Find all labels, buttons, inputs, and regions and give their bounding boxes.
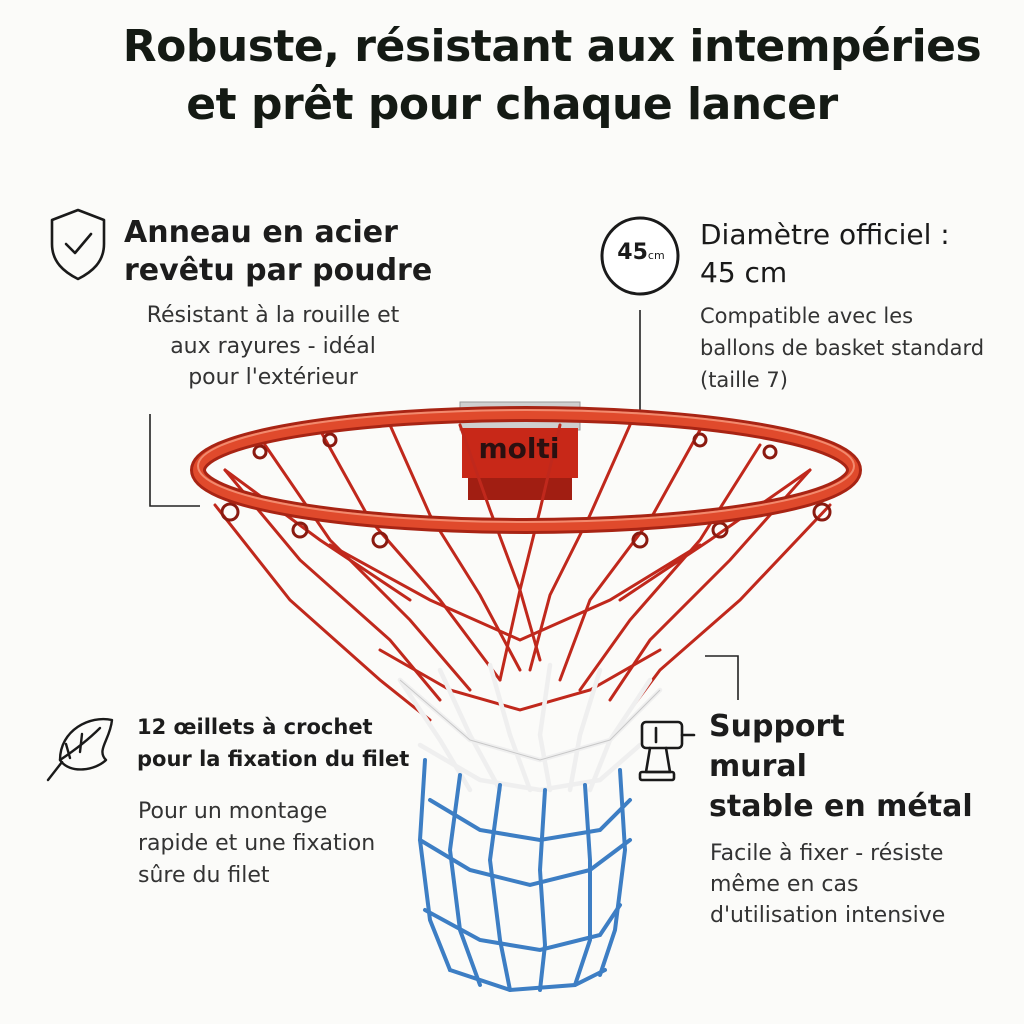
diameter-heading-line-1: Diamètre officiel : [700, 218, 950, 251]
diameter-heading: Diamètre officiel : 45 cm [700, 216, 1020, 292]
diameter-heading-line-2: 45 cm [700, 256, 788, 289]
net-blue [417, 758, 632, 993]
diameter-badge-icon [600, 216, 680, 296]
hooks-description-line-2: rapide et une fixation [138, 831, 376, 856]
hooks-heading-line-1: 12 œillets à crochet [137, 715, 373, 739]
diameter-description-line-3: (taille 7) [700, 368, 788, 392]
diameter-description-line-2: ballons de basket standard [700, 336, 985, 360]
diameter-badge-unit: cm [647, 249, 665, 262]
net-white-outline [399, 679, 661, 761]
diameter-description: Compatible avec les ballons de basket st… [700, 300, 1020, 396]
page-title-line-2: et prêt pour chaque lancer [186, 79, 838, 130]
hooks-description-line-3: sûre du filet [138, 863, 270, 888]
diameter-description-line-1: Compatible avec les [700, 304, 914, 328]
mount-description: Facile à fixer - résiste même en cas d'u… [710, 838, 1010, 931]
callout-line-mount [705, 655, 739, 700]
callout-lines [149, 310, 739, 700]
mount-description-line-3: d'utilisation intensive [710, 903, 946, 928]
mount-heading-line-3: stable en métal [709, 789, 973, 824]
mount-heading: Support mural stable en métal [709, 707, 1019, 827]
coating-heading-line-1: Anneau en acier [124, 215, 398, 250]
hooks-description-line-1: Pour un montage [138, 799, 328, 824]
page-title: Robuste, résistant aux intempéries et pr… [0, 18, 1024, 134]
coating-description: Résistant à la rouille et aux rayures - … [118, 300, 428, 393]
mount-heading-line-2: mural [709, 749, 807, 784]
leaf-outline-icon [46, 717, 114, 782]
mount-description-line-2: même en cas [710, 872, 859, 897]
coating-description-line-3: pour l'extérieur [188, 365, 358, 390]
hooks-heading: 12 œillets à crochet pour la fixation du… [137, 711, 457, 775]
coating-description-line-1: Résistant à la rouille et [146, 303, 400, 328]
diameter-badge-label: 45cm [606, 240, 676, 265]
brand-label: molti [478, 432, 560, 465]
net-hooks [220, 432, 832, 549]
coating-heading-line-2: revêtu par poudre [124, 253, 433, 288]
coating-description-line-2: aux rayures - idéal [170, 334, 376, 359]
coating-heading: Anneau en acier revêtu par poudre [124, 214, 464, 290]
net-red [213, 423, 832, 722]
page-title-line-1: Robuste, résistant aux intempéries [122, 21, 982, 72]
callout-line-coating [149, 414, 200, 507]
mount-heading-line-1: Support [709, 709, 845, 744]
diameter-badge-value: 45 [617, 240, 648, 265]
steel-rim [190, 406, 862, 534]
drill-icon [638, 720, 696, 782]
mount-description-line-1: Facile à fixer - résiste [710, 841, 944, 866]
hooks-description: Pour un montage rapide et une fixation s… [138, 796, 418, 892]
shield-check-icon [50, 208, 106, 281]
hooks-heading-line-2: pour la fixation du filet [137, 747, 410, 771]
